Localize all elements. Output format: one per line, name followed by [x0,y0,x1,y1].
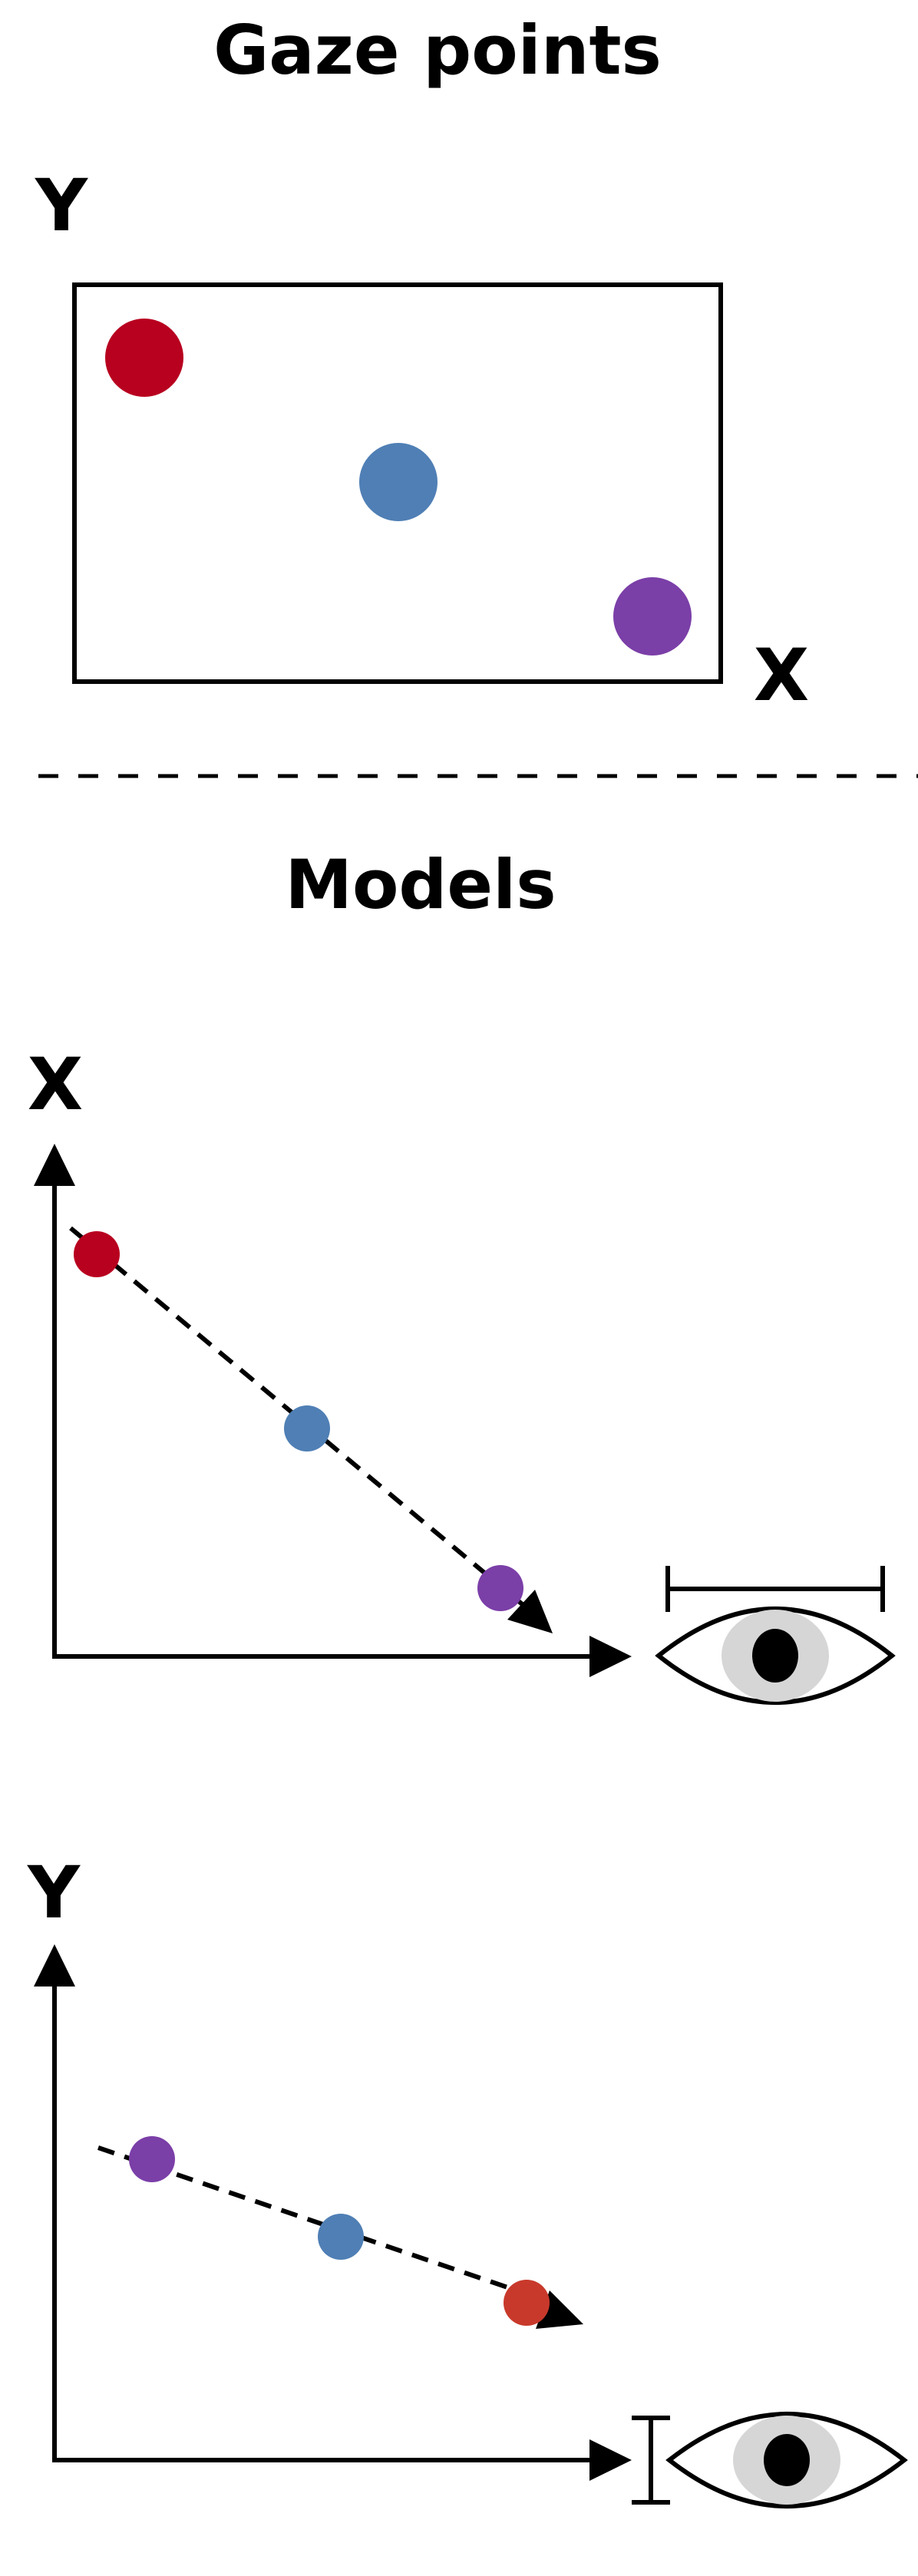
gaze-point-blue [359,443,438,521]
x-model-point-blue [284,1405,330,1451]
y-model-point-orange-red [504,2280,550,2326]
gaze-point-red [105,319,183,397]
x-model-horizontal-arrowhead [589,1636,632,1677]
y-model-chart: Y [27,1851,908,2508]
y-model-horizontal-arrowhead [589,2439,632,2481]
y-model-trend-line [97,2145,553,2305]
gaze-x-axis-label: X [754,634,809,718]
y-model-point-purple [129,2136,175,2182]
x-model-point-red [74,1231,120,1277]
eye-width-icon [655,1566,896,1705]
x-model-trend-line [69,1226,531,1613]
models-section: Models X [27,845,908,2508]
x-model-chart: X [28,1043,896,1705]
x-model-vertical-arrowhead [34,1144,75,1186]
x-model-trend-arrowhead [507,1590,553,1633]
models-title: Models [285,845,556,924]
gaze-points-title: Gaze points [213,11,662,90]
eye-pupil [764,2434,810,2486]
eye-height-icon [632,2412,908,2508]
gaze-point-purple [613,577,692,656]
y-model-point-blue [318,2214,364,2260]
x-model-point-purple [477,1565,523,1611]
eye-pupil [752,1629,798,1683]
gaze-y-axis-label: Y [35,164,88,248]
y-model-axis-label: Y [27,1851,81,1935]
y-model-vertical-arrowhead [34,1944,75,1986]
gaze-screen-rectangle [72,282,723,684]
x-model-axis-label: X [28,1043,83,1127]
gaze-points-section: Gaze points Y X [35,11,809,718]
